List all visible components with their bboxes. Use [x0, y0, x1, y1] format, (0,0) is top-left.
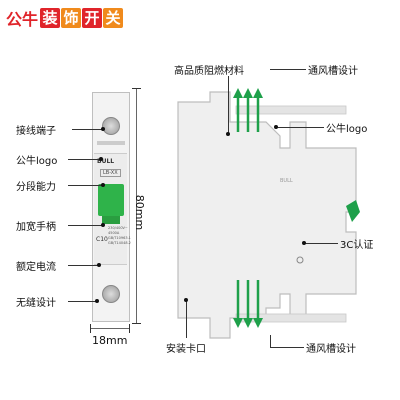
spec-line: GB/T10963.1	[108, 236, 131, 240]
label-rated-current: 额定电流	[16, 262, 56, 273]
leader-dot	[226, 132, 230, 136]
label-material: 高品质阻燃材料	[174, 66, 244, 77]
spec-line: 4500A	[108, 231, 120, 235]
leader-dot	[101, 183, 105, 187]
label-vent-top: 通风槽设计	[308, 66, 358, 77]
vent-arrows-top	[233, 88, 263, 132]
label-vent-bottom: 通风槽设计	[306, 344, 356, 355]
leader-dot	[302, 241, 306, 245]
brand-tile: 关	[103, 8, 124, 28]
label-mount: 安装卡口	[166, 344, 206, 355]
brand-tile: 装	[40, 8, 61, 28]
width-dimension-label: 18mm	[92, 334, 128, 347]
label-wide-handle: 加宽手柄	[16, 222, 56, 233]
leader-dot	[101, 223, 105, 227]
width-dimension-tick	[129, 324, 130, 333]
bull-logo-text: BULL	[97, 158, 115, 165]
brand-tile: 饰	[61, 8, 82, 28]
leader-line	[270, 335, 271, 347]
brand-header: 公牛 装 饰 开 关	[6, 6, 124, 30]
leader-dot	[97, 263, 101, 267]
leader-dot	[101, 127, 105, 131]
height-dimension-tick	[132, 88, 141, 89]
leader-dot	[184, 298, 188, 302]
leader-line	[68, 265, 98, 266]
leader-line	[270, 347, 304, 348]
spec-text: 230/400V~ 4500A GB/T10963.1 GB/T14048.2	[108, 226, 131, 246]
vent-ridge	[235, 105, 347, 115]
label-breaking-capacity: 分段能力	[16, 182, 56, 193]
label-terminal: 接线端子	[16, 126, 56, 137]
label-seamless: 无缝设计	[16, 298, 56, 309]
brand-prefix: 公牛	[6, 10, 39, 29]
model-label: LB-XX	[100, 169, 121, 177]
leader-dot	[95, 299, 99, 303]
top-terminal-slot	[97, 141, 125, 145]
spec-line: GB/T14048.2	[108, 241, 131, 245]
leader-line	[228, 76, 229, 134]
leader-dot	[99, 157, 103, 161]
vent-arrows-bottom	[233, 280, 263, 328]
height-dimension-tick	[132, 323, 141, 324]
leader-line	[68, 301, 96, 302]
cert-mark	[296, 256, 304, 264]
width-dimension-tick	[90, 324, 91, 333]
handle[interactable]	[98, 184, 124, 216]
brand-tile: 开	[82, 8, 103, 28]
top-terminal-screw	[102, 117, 120, 135]
leader-line	[276, 127, 324, 128]
rating-label: C10	[96, 236, 108, 243]
leader-line	[270, 69, 306, 70]
front-panel: BULL LB-XX C10 230/400V~ 4500A GB/T10963…	[94, 153, 131, 265]
leader-line	[68, 225, 102, 226]
leader-line	[72, 129, 102, 130]
handle-base	[102, 216, 120, 224]
label-logo: 公牛logo	[16, 156, 58, 167]
side-handle	[346, 200, 360, 222]
leader-line	[68, 185, 102, 186]
leader-dot	[274, 125, 278, 129]
width-dimension-line	[90, 328, 130, 329]
breaker-side-view: BULL	[177, 88, 360, 339]
height-dimension-line	[136, 88, 137, 324]
bottom-terminal-screw	[102, 285, 120, 303]
spec-line: 230/400V~	[108, 226, 128, 230]
height-dimension-label: 80mm	[133, 194, 147, 231]
breaker-front-view: BULL LB-XX C10 230/400V~ 4500A GB/T10963…	[92, 92, 131, 322]
bull-logo: BULL	[97, 158, 114, 165]
leader-line	[304, 243, 338, 244]
label-cert: 3C认证	[340, 240, 374, 251]
leader-line	[186, 300, 187, 338]
leader-line	[68, 159, 100, 160]
side-logo: BULL	[280, 178, 293, 184]
label-side-logo: 公牛logo	[326, 124, 368, 135]
